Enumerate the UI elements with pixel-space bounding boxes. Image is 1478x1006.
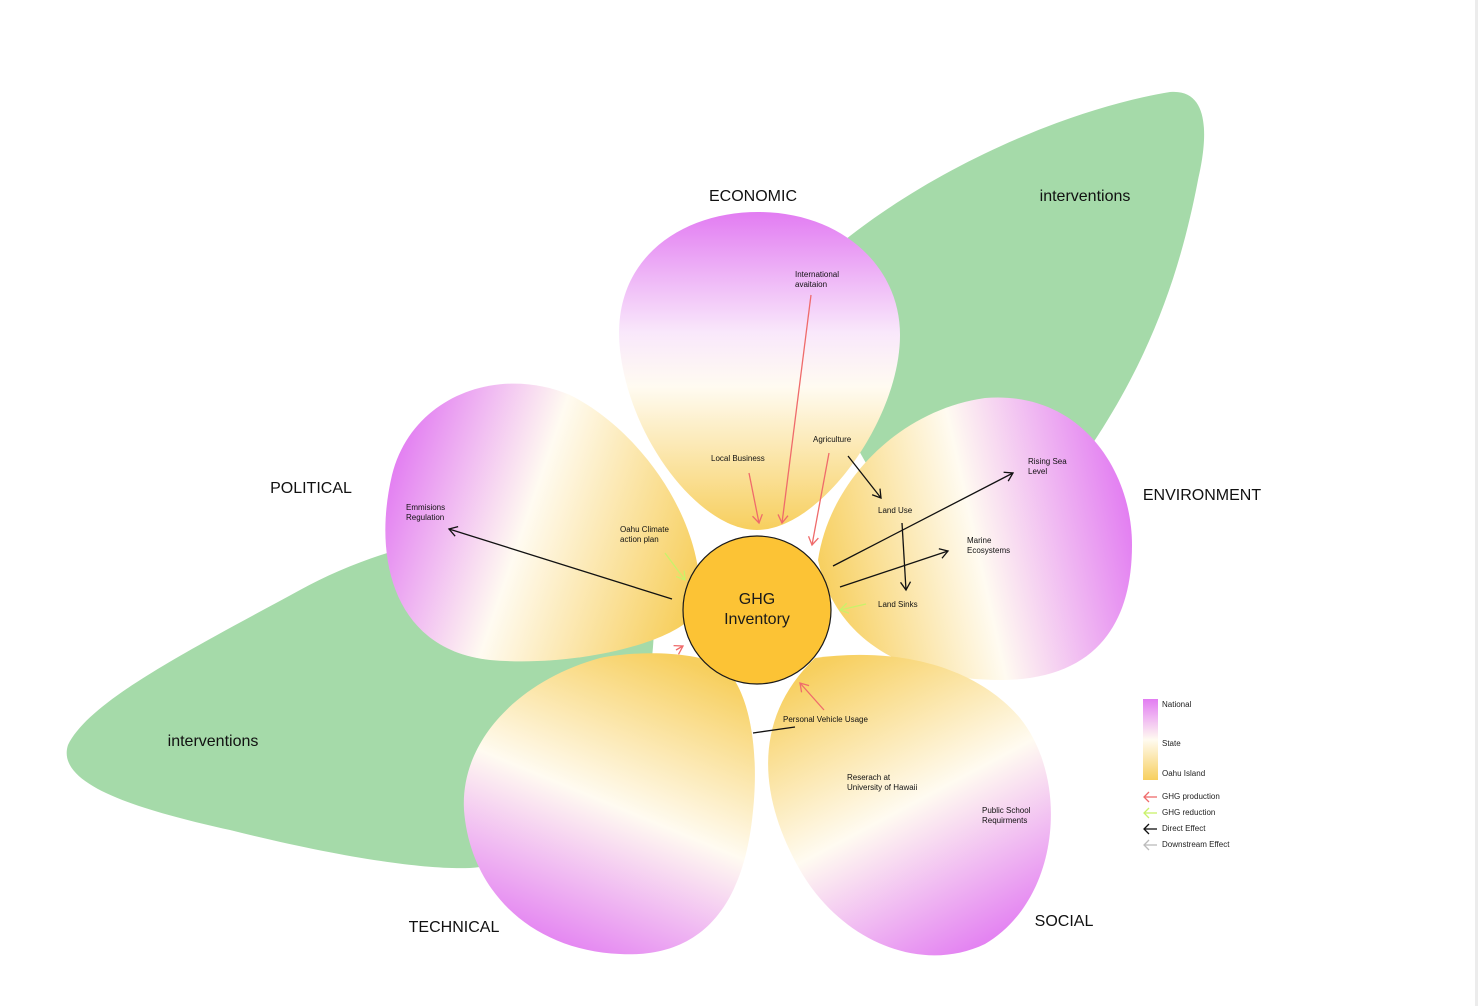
node-oahu-climate-plan-l1: Oahu Climate [620, 525, 669, 534]
petal-economic [619, 212, 900, 530]
petal-environment [818, 397, 1132, 680]
node-international-aviation-l2: avaitaion [795, 280, 827, 289]
arrow-ghg-emissions [447, 525, 673, 600]
arrow-local-business [748, 472, 763, 525]
arrow-ghg-marine [839, 548, 950, 588]
petal-technical [463, 653, 755, 955]
node-research-uh-l1: Reserach at [847, 773, 891, 782]
arrow-vehicle-ghg [799, 682, 825, 711]
arrow-landsinks-ghg [838, 602, 867, 614]
category-social: SOCIAL [1035, 913, 1094, 930]
node-emissions-regulation-l2: Regulation [406, 513, 444, 522]
node-oahu-climate-plan-l2: action plan [620, 535, 659, 544]
legend-ghg-reduction: GHG reduction [1162, 808, 1215, 817]
center-title-line1: GHG [739, 591, 775, 608]
category-economic: ECONOMIC [709, 188, 797, 205]
petal-political [385, 383, 701, 662]
ghg-inventory-circle [682, 535, 832, 685]
legend-national: National [1162, 700, 1192, 709]
center-title-line2: Inventory [724, 611, 790, 628]
node-marine-ecosystems-l2: Ecosystems [967, 546, 1010, 555]
node-research-uh-l2: University of Hawaii [847, 783, 917, 792]
legend-downstream-arrow-icon [1143, 839, 1157, 851]
legend-ghg-production: GHG production [1162, 792, 1220, 801]
legend-gradient-bar [1143, 699, 1158, 780]
legend-reduction-arrow-icon [1143, 807, 1157, 819]
node-rising-sea-level-l1: Rising Sea [1028, 457, 1067, 466]
petal-social [768, 654, 1051, 956]
node-rising-sea-level-l2: Level [1028, 467, 1047, 476]
legend-state: State [1162, 739, 1181, 748]
arrow-agriculture-ghg [807, 452, 830, 547]
arrow-agriculture-landuse [847, 455, 882, 499]
node-agriculture: Agriculture [813, 435, 852, 444]
interventions-label-bottom: interventions [168, 733, 259, 750]
legend: National State Oahu Island GHG productio… [1143, 699, 1230, 851]
node-public-school-l2: Requirments [982, 816, 1027, 825]
legend-production-arrow-icon [1143, 791, 1157, 803]
line-vehicle-technical [752, 726, 796, 734]
category-political: POLITICAL [270, 480, 352, 497]
node-land-use: Land Use [878, 506, 913, 515]
node-land-sinks: Land Sinks [878, 600, 918, 609]
arrow-landuse-landsinks [900, 522, 912, 592]
interventions-label-top: interventions [1040, 188, 1131, 205]
category-technical: TECHNICAL [409, 919, 500, 936]
node-emissions-regulation-l1: Emmisions [406, 503, 445, 512]
legend-downstream-effect: Downstream Effect [1162, 840, 1230, 849]
node-international-aviation-l1: International [795, 270, 839, 279]
arrow-ghg-rising-sea [832, 471, 1015, 567]
arrow-international-aviation [777, 294, 812, 525]
arrow-technical-ghg [673, 644, 685, 655]
legend-direct-arrow-icon [1143, 823, 1157, 835]
legend-oahu: Oahu Island [1162, 769, 1205, 778]
node-personal-vehicle: Personal Vehicle Usage [783, 715, 868, 724]
node-local-business: Local Business [711, 454, 765, 463]
category-environment: ENVIRONMENT [1143, 487, 1261, 504]
page-edge-divider [1475, 0, 1478, 1006]
node-public-school-l1: Public School [982, 806, 1031, 815]
arrow-climate-plan [664, 552, 686, 581]
node-marine-ecosystems-l1: Marine [967, 536, 992, 545]
legend-direct-effect: Direct Effect [1162, 824, 1206, 833]
